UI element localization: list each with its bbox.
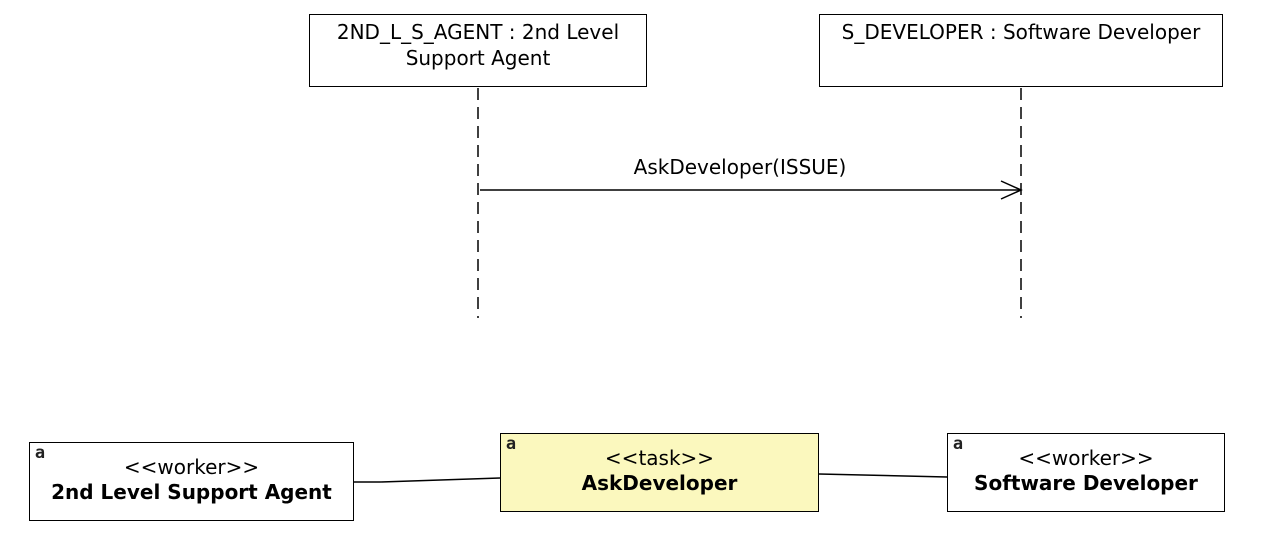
message-label: AskDeveloper(ISSUE) xyxy=(633,155,847,179)
node-name: 2nd Level Support Agent xyxy=(51,480,332,504)
a-icon: a xyxy=(34,443,46,463)
node-stereotype: <<worker>> xyxy=(123,455,260,479)
node-stereotype: <<task>> xyxy=(604,446,715,470)
edge-agent-task[interactable] xyxy=(354,477,501,483)
worker-node-developer[interactable]: a <<worker>> Software Developer xyxy=(947,433,1225,512)
a-icon: a xyxy=(952,434,964,454)
a-icon: a xyxy=(505,434,517,454)
worker-node-agent[interactable]: a <<worker>> 2nd Level Support Agent xyxy=(29,442,354,521)
edge-task-developer[interactable] xyxy=(818,473,948,478)
lifeline-label-agent: 2ND_L_S_AGENT : 2nd Level Support Agent xyxy=(336,20,620,70)
node-name: AskDeveloper xyxy=(581,471,738,495)
node-name: Software Developer xyxy=(974,471,1198,495)
node-stereotype: <<worker>> xyxy=(1018,446,1154,470)
lifeline-head-agent[interactable]: 2ND_L_S_AGENT : 2nd Level Support Agent xyxy=(309,14,647,87)
message-arrow-head xyxy=(1000,180,1023,200)
lifeline-head-developer[interactable]: S_DEVELOPER : Software Developer xyxy=(819,14,1223,87)
task-node-askdeveloper[interactable]: a <<task>> AskDeveloper xyxy=(500,433,819,512)
lifeline-label-developer: S_DEVELOPER : Software Developer xyxy=(841,20,1201,44)
